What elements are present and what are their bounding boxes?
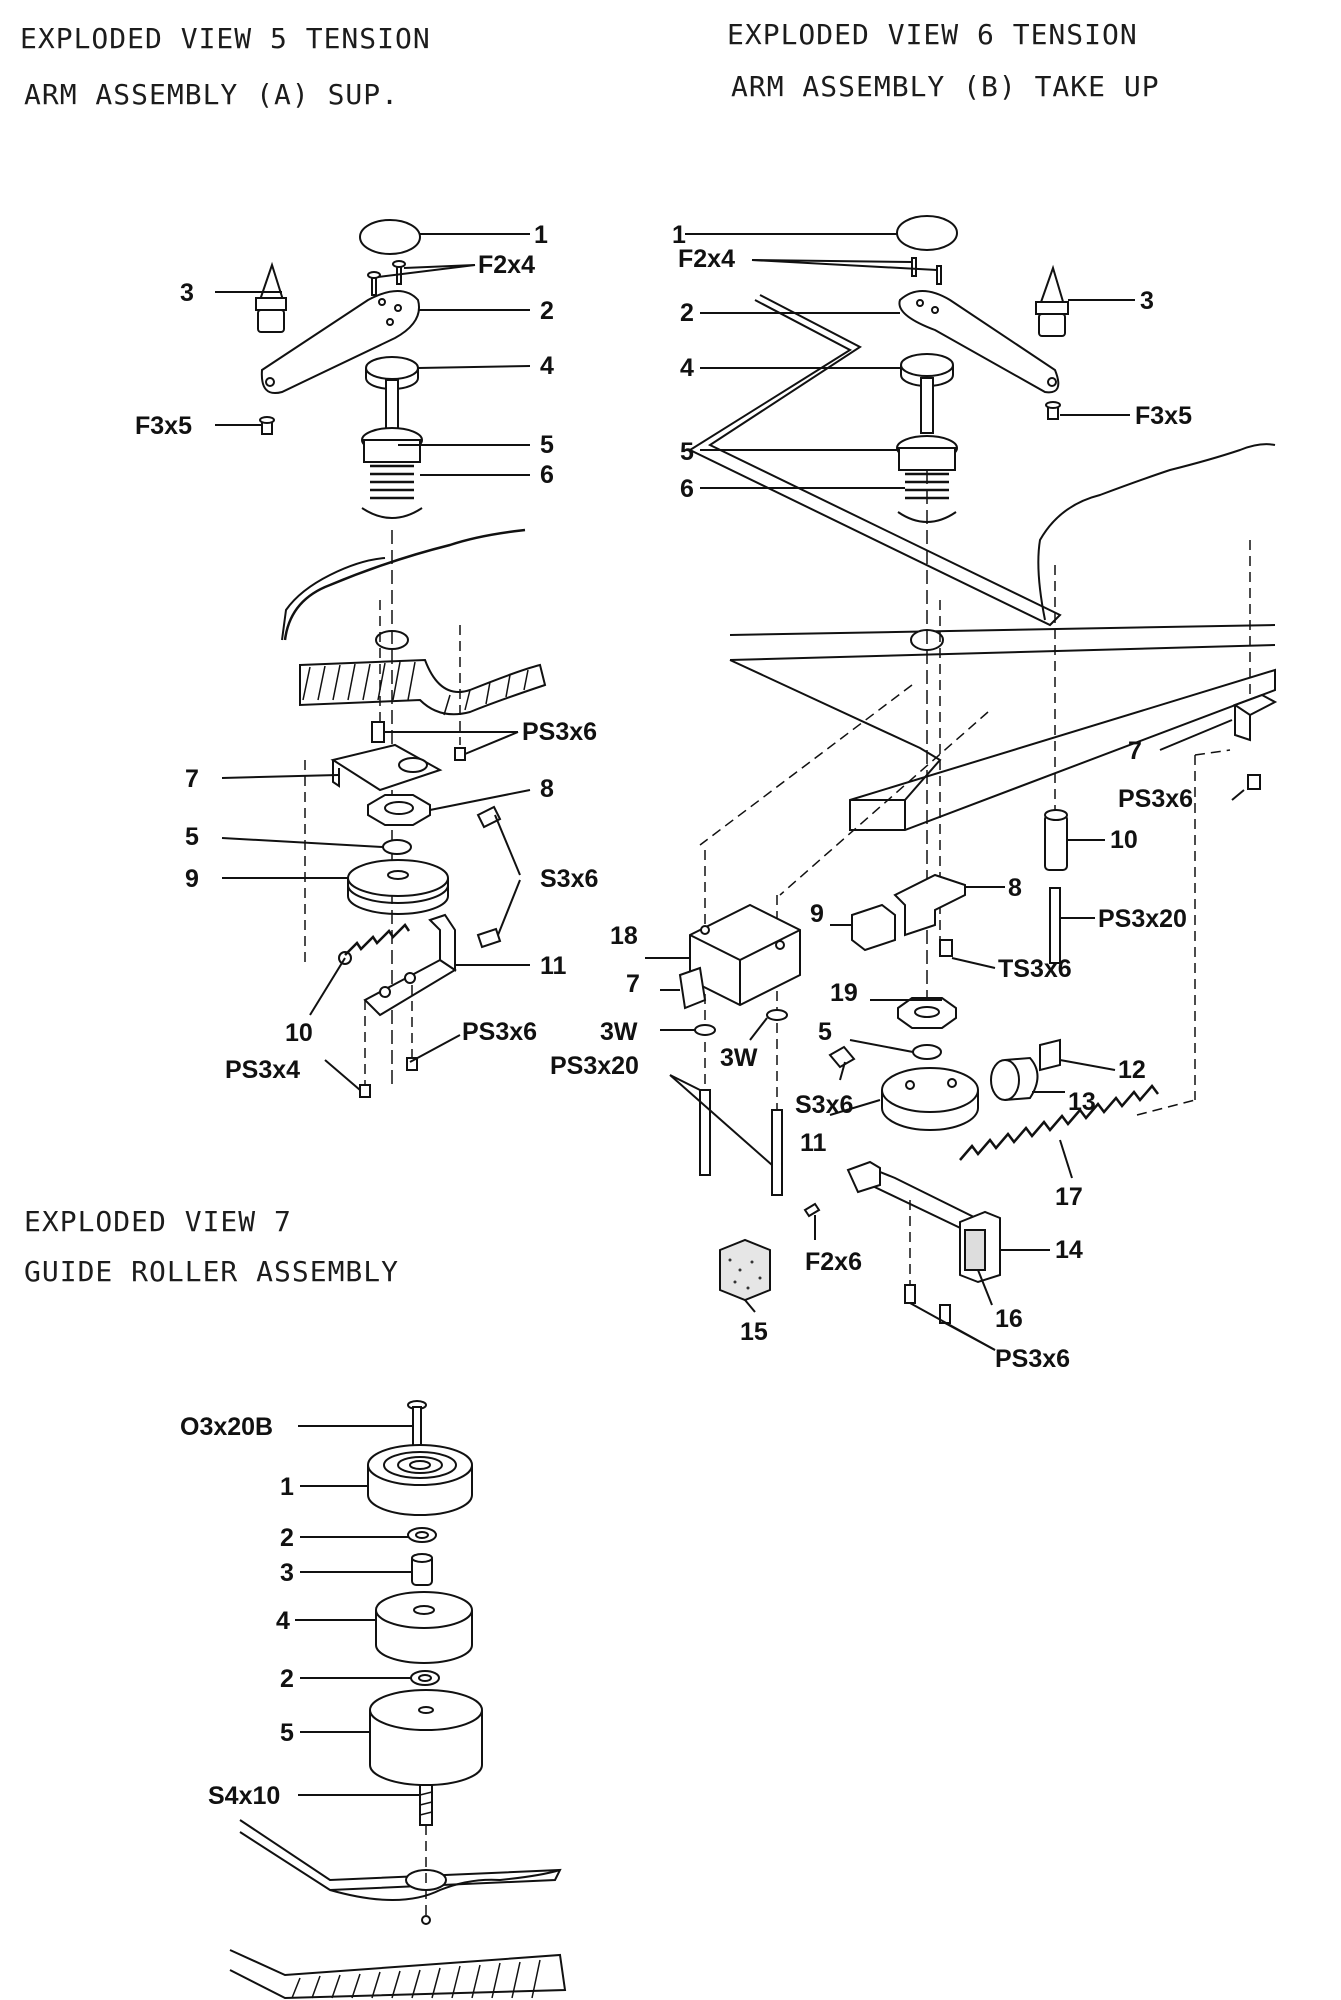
v7-callout-2a: 2 bbox=[280, 1524, 294, 1552]
v7-callout-5: 5 bbox=[280, 1719, 294, 1747]
v5-callout-11: 11 bbox=[540, 952, 567, 980]
felt-pad-16 bbox=[964, 1229, 986, 1271]
v6-callout-8: 8 bbox=[1008, 874, 1022, 902]
v6-callout-3w-a: 3W bbox=[600, 1018, 638, 1046]
deck-plate-lower bbox=[239, 1819, 562, 1892]
v6-callout-2: 2 bbox=[680, 299, 694, 327]
view6-leader-lines bbox=[645, 233, 1245, 1351]
v6-callout-11: 11 bbox=[800, 1129, 827, 1157]
v5-callout-f3x5: F3x5 bbox=[135, 412, 192, 440]
view5-title-line2: ARM ASSEMBLY (A) SUP. bbox=[24, 78, 400, 111]
arm-cap bbox=[359, 219, 421, 255]
v6-callout-9: 9 bbox=[810, 900, 824, 928]
v6-callout-ps3x6-b: PS3x6 bbox=[995, 1345, 1070, 1373]
v6-callout-f2x6: F2x6 bbox=[805, 1248, 862, 1276]
view5-leader-lines bbox=[215, 233, 531, 1091]
v7-callout-3: 3 bbox=[280, 1559, 294, 1587]
roller-13 bbox=[990, 1059, 1020, 1101]
bracket-8 bbox=[893, 873, 966, 937]
view5-title-line1: EXPLODED VIEW 5 TENSION bbox=[20, 22, 431, 55]
v5-callout-8: 8 bbox=[540, 775, 554, 803]
v6-callout-17: 17 bbox=[1055, 1183, 1083, 1211]
v6-callout-13: 13 bbox=[1068, 1088, 1096, 1116]
spacer-10 bbox=[1044, 814, 1068, 871]
v5-callout-5b: 5 bbox=[185, 823, 199, 851]
v7-callout-1: 1 bbox=[280, 1473, 294, 1501]
v5-callout-s3x6: S3x6 bbox=[540, 865, 598, 893]
v6-callout-ps3x20-b: PS3x20 bbox=[550, 1052, 639, 1080]
tension-arm bbox=[260, 290, 420, 394]
v7-callout-4: 4 bbox=[276, 1607, 290, 1635]
v6-callout-ts3x6: TS3x6 bbox=[998, 955, 1072, 983]
v6-callout-16: 16 bbox=[995, 1305, 1023, 1333]
v5-callout-7: 7 bbox=[185, 765, 199, 793]
f2x4-screws bbox=[367, 260, 406, 296]
v6-callout-12: 12 bbox=[1118, 1056, 1146, 1084]
felt-block-15 bbox=[719, 1238, 771, 1302]
chassis-rail bbox=[849, 668, 1276, 831]
view7-drawing bbox=[229, 1400, 567, 2000]
v5-callout-ps3x6-bottom: PS3x6 bbox=[462, 1018, 537, 1046]
v6-callout-3w-b: 3W bbox=[720, 1044, 758, 1072]
v7-callout-s4x10: S4x10 bbox=[208, 1782, 280, 1810]
v6-callout-7a: 7 bbox=[1128, 737, 1142, 765]
v6-callout-5b: 5 bbox=[818, 1018, 832, 1046]
v5-callout-6: 6 bbox=[540, 461, 554, 489]
view7-labels: O3x20B 1 2 3 4 2 5 S4x10 bbox=[180, 1413, 294, 1810]
view7-title-line2: GUIDE ROLLER ASSEMBLY bbox=[24, 1255, 400, 1288]
v6-callout-5: 5 bbox=[680, 438, 694, 466]
view6-title-line2: ARM ASSEMBLY (B) TAKE UP bbox=[731, 70, 1160, 103]
v5-callout-10: 10 bbox=[285, 1019, 313, 1047]
spring-10 bbox=[344, 923, 411, 956]
v6-callout-4: 4 bbox=[680, 354, 694, 382]
v6-callout-1: 1 bbox=[672, 221, 686, 249]
tension-arm-b bbox=[898, 290, 1060, 394]
spring-17 bbox=[959, 1084, 1159, 1161]
v6-callout-18: 18 bbox=[610, 922, 638, 950]
arm-hub bbox=[365, 356, 419, 380]
view6-drawing bbox=[678, 215, 1278, 1324]
bracket-9 bbox=[851, 903, 896, 952]
v6-callout-f3x5: F3x5 bbox=[1135, 402, 1192, 430]
v6-callout-ps3x6-a: PS3x6 bbox=[1118, 785, 1193, 813]
v5-callout-2: 2 bbox=[540, 297, 554, 325]
v6-callout-10: 10 bbox=[1110, 826, 1138, 854]
v6-callout-s3x6: S3x6 bbox=[795, 1091, 853, 1119]
v6-callout-14: 14 bbox=[1055, 1236, 1083, 1264]
v5-callout-4: 4 bbox=[540, 352, 554, 380]
arm-knob bbox=[255, 261, 287, 333]
pulley-11 bbox=[881, 1067, 979, 1113]
v5-callout-3: 3 bbox=[180, 279, 194, 307]
view6-labels: 1 F2x4 2 3 4 F3x5 5 6 7 PS3x6 10 8 9 PS3… bbox=[550, 221, 1193, 1373]
v5-callout-5: 5 bbox=[540, 431, 554, 459]
v5-callout-f2x4: F2x4 bbox=[478, 251, 535, 279]
v5-callout-ps3x4: PS3x4 bbox=[225, 1056, 300, 1084]
view5-drawing bbox=[255, 219, 547, 1098]
v6-callout-f2x4: F2x4 bbox=[678, 245, 735, 273]
v6-callout-ps3x20-a: PS3x20 bbox=[1098, 905, 1187, 933]
chassis-plate bbox=[283, 528, 526, 641]
arm-knob-b bbox=[1035, 264, 1069, 337]
v6-callout-7b: 7 bbox=[626, 970, 640, 998]
v5-callout-1: 1 bbox=[534, 221, 548, 249]
view7-title-line1: EXPLODED VIEW 7 bbox=[24, 1205, 292, 1238]
arm-shaft bbox=[385, 379, 399, 431]
v7-callout-o3x20b: O3x20B bbox=[180, 1413, 273, 1441]
v5-callout-9: 9 bbox=[185, 865, 199, 893]
v6-callout-3: 3 bbox=[1140, 287, 1154, 315]
tension-bracket-7 bbox=[330, 743, 443, 792]
relay-box-18 bbox=[689, 903, 801, 1007]
v6-callout-6: 6 bbox=[680, 475, 694, 503]
v5-callout-ps3x6-top: PS3x6 bbox=[522, 718, 597, 746]
view6-title-line1: EXPLODED VIEW 6 TENSION bbox=[727, 18, 1138, 51]
view7-leader-lines bbox=[295, 1425, 420, 1796]
v7-callout-2b: 2 bbox=[280, 1665, 294, 1693]
tension-bracket-11 bbox=[363, 958, 457, 1017]
v6-callout-15: 15 bbox=[740, 1318, 768, 1346]
view5-labels: 1 F2x4 2 3 4 F3x5 5 6 PS3x6 7 8 5 9 S3x6… bbox=[135, 221, 598, 1084]
threaded-bushing bbox=[370, 464, 414, 500]
v6-callout-19: 19 bbox=[830, 979, 858, 1007]
